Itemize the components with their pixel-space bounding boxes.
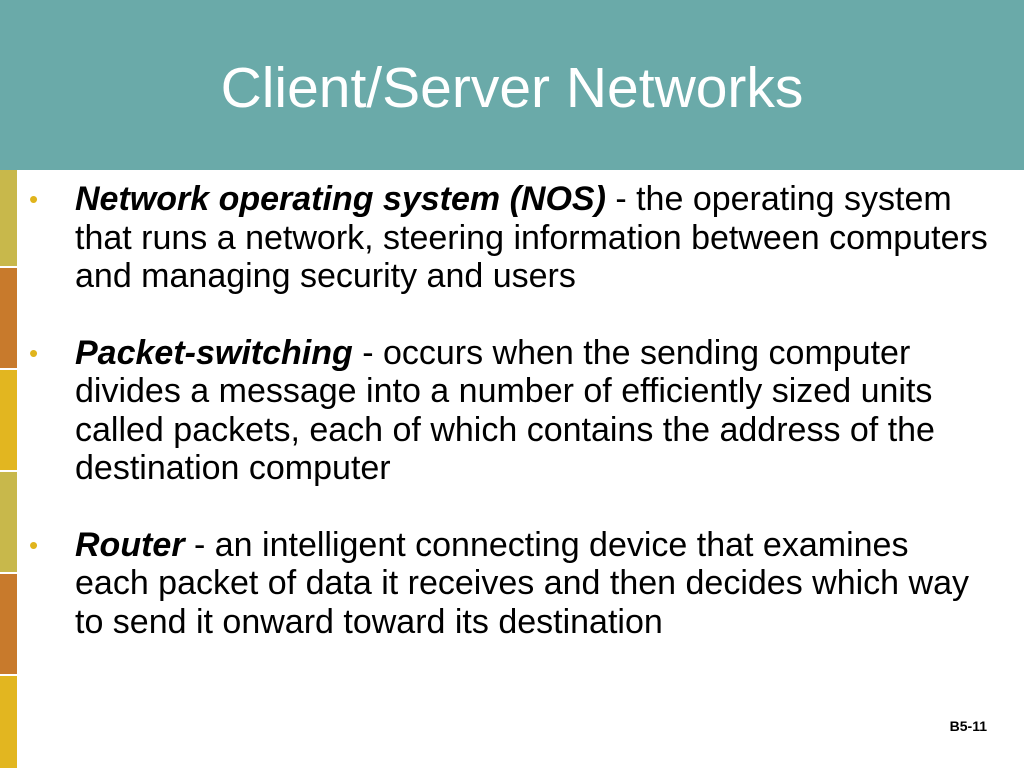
strip-segment (0, 370, 17, 472)
strip-segment (0, 574, 17, 676)
slide-content: • Network operating system (NOS) - the o… (29, 180, 989, 641)
strip-segment (0, 676, 17, 768)
strip-segment (0, 170, 17, 268)
bullet-term: Router (75, 525, 185, 564)
bullet-item: • Router - an intelligent connecting dev… (29, 526, 989, 642)
decorative-side-strip (0, 170, 17, 768)
title-band (0, 0, 1024, 170)
bullet-term: Network operating system (NOS) (75, 180, 606, 218)
bullet-marker-icon: • (29, 184, 39, 214)
strip-segment (0, 472, 17, 574)
bullet-item: • Network operating system (NOS) - the o… (29, 180, 989, 296)
bullet-marker-icon: • (29, 529, 39, 560)
bullet-marker-icon: • (29, 337, 39, 368)
bullet-term: Packet-switching (75, 333, 353, 372)
slide-number: B5-11 (949, 718, 987, 734)
bullet-definition: - an intelligent connecting device that … (75, 525, 969, 641)
bullet-definition: - occurs when the sending computer divid… (75, 333, 935, 488)
bullet-definition: - the operating system that runs a netwo… (75, 180, 988, 295)
strip-segment (0, 268, 17, 370)
slide-title: Client/Server Networks (220, 56, 804, 120)
bullet-item: • Packet-switching - occurs when the sen… (29, 334, 989, 488)
